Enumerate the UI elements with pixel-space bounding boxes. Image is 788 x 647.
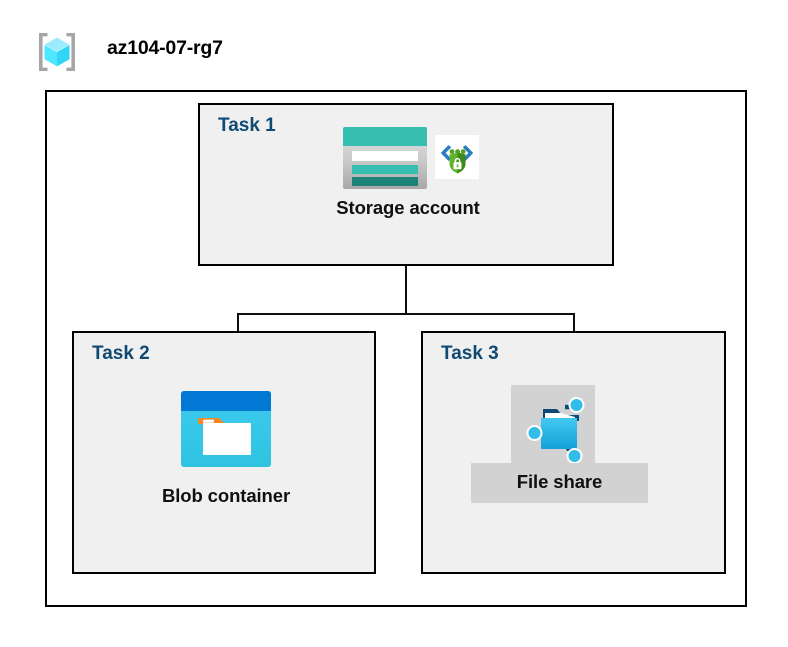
file-share-caption-highlight — [471, 463, 648, 503]
task-1-panel: Task 1 — [198, 103, 614, 266]
resource-group-title: az104-07-rg7 — [107, 37, 223, 59]
secure-transfer-icon — [435, 135, 479, 179]
connector-horizontal-bus — [237, 313, 575, 315]
resource-group-icon — [33, 28, 81, 76]
storage-account-caption: Storage account — [336, 197, 480, 218]
storage-account-icon — [343, 127, 427, 189]
file-share-icon — [526, 397, 585, 464]
file-share-caption: File share — [516, 471, 603, 492]
task-3-panel: Task 3 — [421, 331, 726, 574]
storage-account-node: Storage account — [290, 125, 526, 219]
blob-container-icon-wrap — [181, 391, 271, 467]
file-share-icon-wrap — [517, 391, 593, 467]
task-2-label: Task 2 — [92, 343, 150, 364]
blob-container-caption: Blob container — [161, 485, 291, 506]
storage-account-icon-group — [343, 125, 479, 191]
task-2-panel: Task 2 — [72, 331, 376, 574]
task-1-label: Task 1 — [218, 115, 276, 136]
task-3-label: Task 3 — [441, 343, 499, 364]
connector-storage-to-bus — [405, 266, 407, 314]
blob-container-node: Blob container — [141, 391, 311, 507]
resource-group-header: az104-07-rg7 — [30, 26, 350, 78]
blob-container-icon — [181, 391, 271, 467]
